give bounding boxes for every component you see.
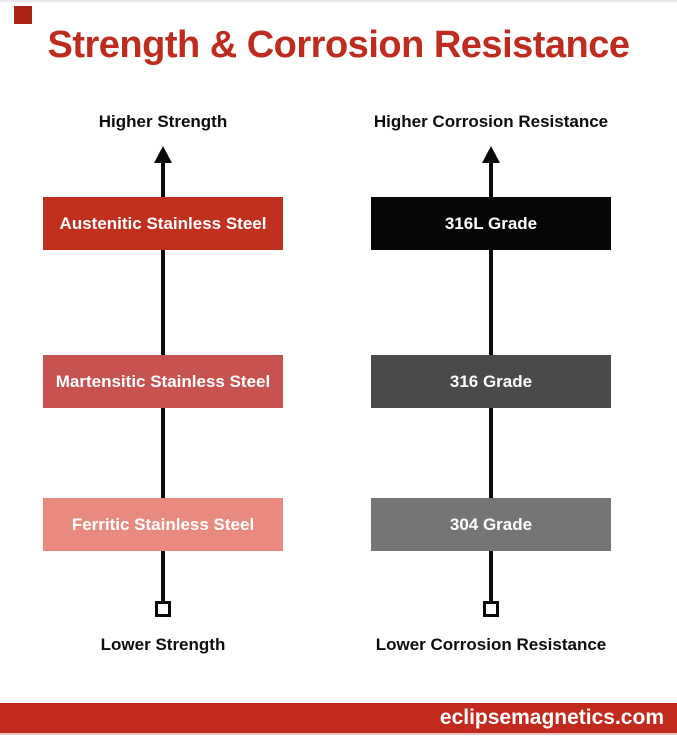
higher-strength-label: Higher Strength <box>98 112 228 131</box>
bar-martensitic-stainless-steel: Martensitic Stainless Steel <box>43 355 283 408</box>
bar-label: Ferritic Stainless Steel <box>71 514 255 534</box>
brand-corner-mark <box>14 6 32 24</box>
footer-bar: eclipsemagnetics.com <box>0 703 677 733</box>
lower-corrosion-resistance-label: Lower Corrosion Resistance <box>375 635 607 654</box>
bar-316-grade: 316 Grade <box>371 355 611 408</box>
lower-strength-label: Lower Strength <box>100 635 226 654</box>
page-title: Strength & Corrosion Resistance <box>47 24 630 66</box>
bar-label: 316 Grade <box>449 371 533 391</box>
bar-304-grade: 304 Grade <box>371 498 611 551</box>
bar-316l-grade: 316L Grade <box>371 197 611 250</box>
arrow-up-icon <box>482 146 500 163</box>
bar-label: Martensitic Stainless Steel <box>55 371 271 391</box>
top-border-line <box>0 0 677 2</box>
axis-end-marker-icon <box>155 601 171 617</box>
arrow-up-icon <box>154 146 172 163</box>
bar-label: 316L Grade <box>444 213 538 233</box>
strength-column: Higher Strength Austenitic Stainless Ste… <box>43 108 283 668</box>
bar-label: 304 Grade <box>449 514 533 534</box>
bar-ferritic-stainless-steel: Ferritic Stainless Steel <box>43 498 283 551</box>
bar-austenitic-stainless-steel: Austenitic Stainless Steel <box>43 197 283 250</box>
higher-corrosion-resistance-label: Higher Corrosion Resistance <box>373 112 609 131</box>
axis-end-marker-icon <box>483 601 499 617</box>
bar-label: Austenitic Stainless Steel <box>59 213 267 233</box>
corrosion-column: Higher Corrosion Resistance 316L Grade 3… <box>371 108 611 668</box>
bottom-border-line <box>0 733 677 735</box>
footer-website-link[interactable]: eclipsemagnetics.com <box>439 706 664 729</box>
